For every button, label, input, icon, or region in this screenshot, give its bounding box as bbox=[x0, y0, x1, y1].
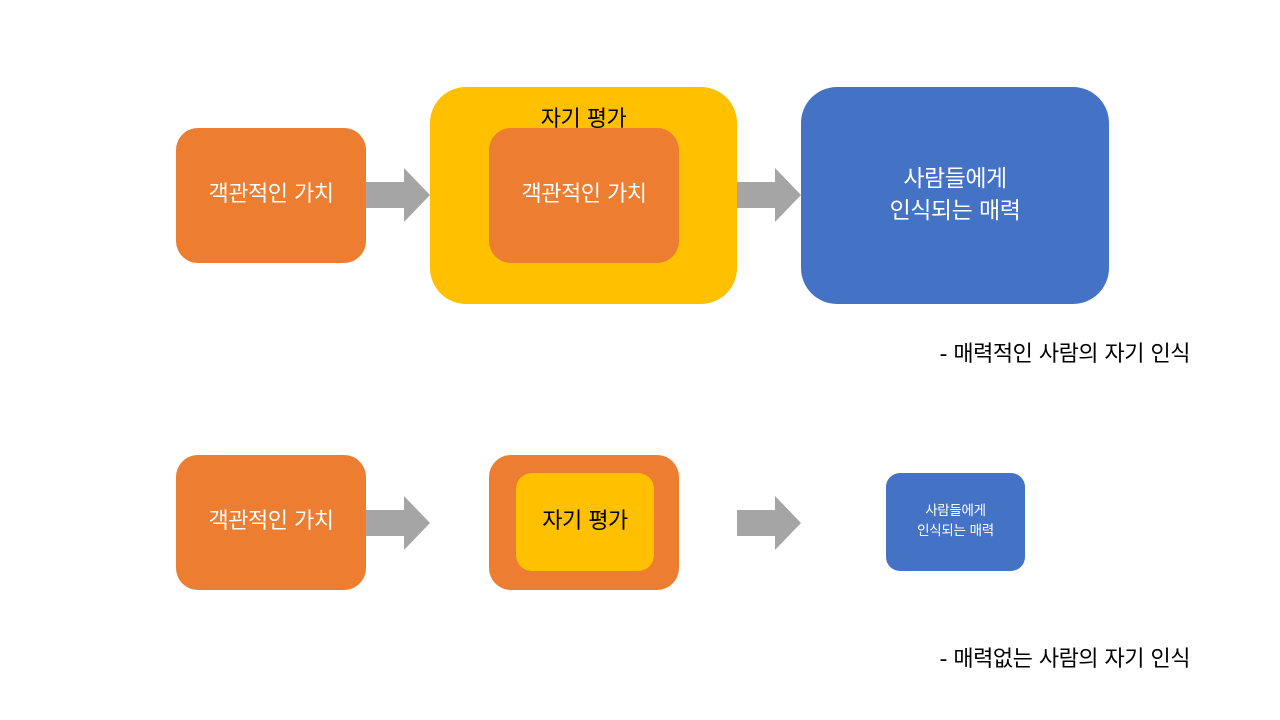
bottom-arrow-1 bbox=[366, 496, 430, 550]
top-perceived-charm-label: 사람들에게 인식되는 매력 bbox=[889, 166, 1021, 224]
top-inner-objective-value-label: 객관적인 가치 bbox=[521, 182, 647, 208]
bottom-inner-self-evaluation-label: 자기 평가 bbox=[542, 508, 628, 534]
top-objective-value-box: 객관적인 가치 bbox=[176, 128, 366, 263]
top-perceived-charm-box: 사람들에게 인식되는 매력 bbox=[801, 87, 1109, 304]
bottom-caption: - 매력없는 사람의 자기 인식 bbox=[939, 647, 1190, 672]
bottom-arrow-2 bbox=[737, 496, 801, 550]
bottom-perceived-charm-label: 사람들에게 인식되는 매력 bbox=[917, 503, 994, 539]
top-caption: - 매력적인 사람의 자기 인식 bbox=[939, 342, 1190, 367]
top-arrow-2 bbox=[737, 168, 801, 222]
bottom-perceived-charm-box: 사람들에게 인식되는 매력 bbox=[886, 473, 1025, 571]
top-arrow-1 bbox=[366, 168, 430, 222]
bottom-objective-value-label: 객관적인 가치 bbox=[208, 509, 334, 535]
top-inner-objective-value-box: 객관적인 가치 bbox=[489, 128, 679, 263]
top-objective-value-label: 객관적인 가치 bbox=[208, 182, 334, 208]
bottom-objective-value-box: 객관적인 가치 bbox=[176, 455, 366, 590]
top-self-evaluation-label: 자기 평가 bbox=[540, 107, 627, 132]
bottom-inner-self-evaluation-box: 자기 평가 bbox=[516, 473, 654, 571]
